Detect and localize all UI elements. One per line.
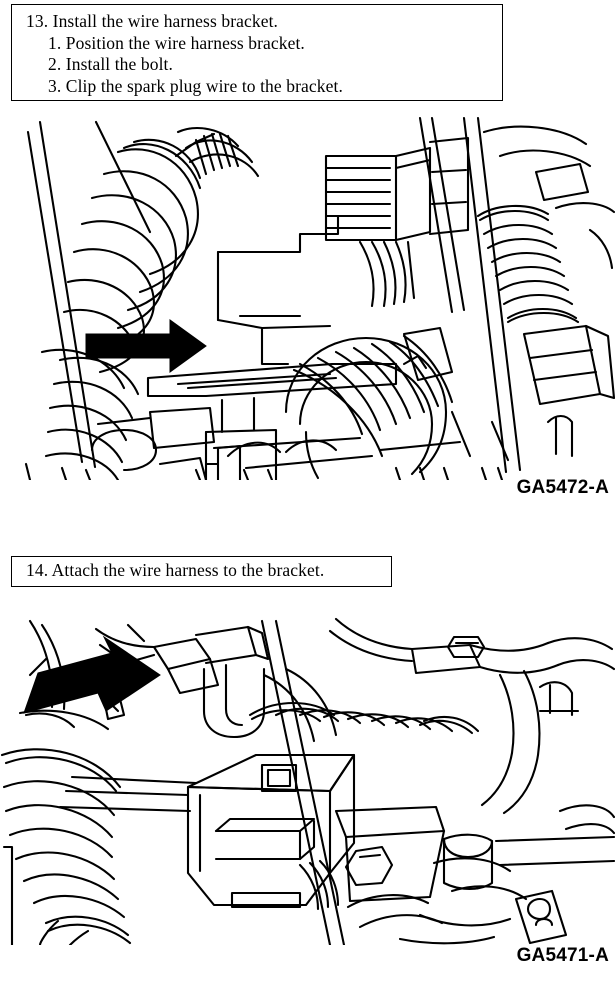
callout-arrow-down-right [23, 635, 161, 714]
instruction-line-substep-2: 2. Install the bolt. [48, 54, 173, 74]
instruction-line-main: 14. Attach the wire harness to the brack… [26, 560, 325, 580]
figure-1-line-art [0, 112, 615, 480]
figure-1-reference-label: GA5472-A [516, 477, 609, 498]
figure-2-reference-label: GA5471-A [516, 945, 609, 966]
figure-illustration-1: GA5472-A [0, 112, 615, 502]
figure-2-line-art [0, 615, 615, 945]
instruction-line-main: 13. Install the wire harness bracket. [26, 11, 279, 31]
instruction-line-substep-3: 3. Clip the spark plug wire to the brack… [48, 75, 343, 96]
instruction-box-step-13: 13. Install the wire harness bracket. 1.… [11, 4, 503, 101]
instruction-box-step-14: 14. Attach the wire harness to the brack… [11, 556, 392, 587]
figure-illustration-2: GA5471-A [0, 615, 615, 985]
instruction-line-substep-1: 1. Position the wire harness bracket. [48, 32, 305, 53]
callout-arrow-right [85, 319, 207, 373]
